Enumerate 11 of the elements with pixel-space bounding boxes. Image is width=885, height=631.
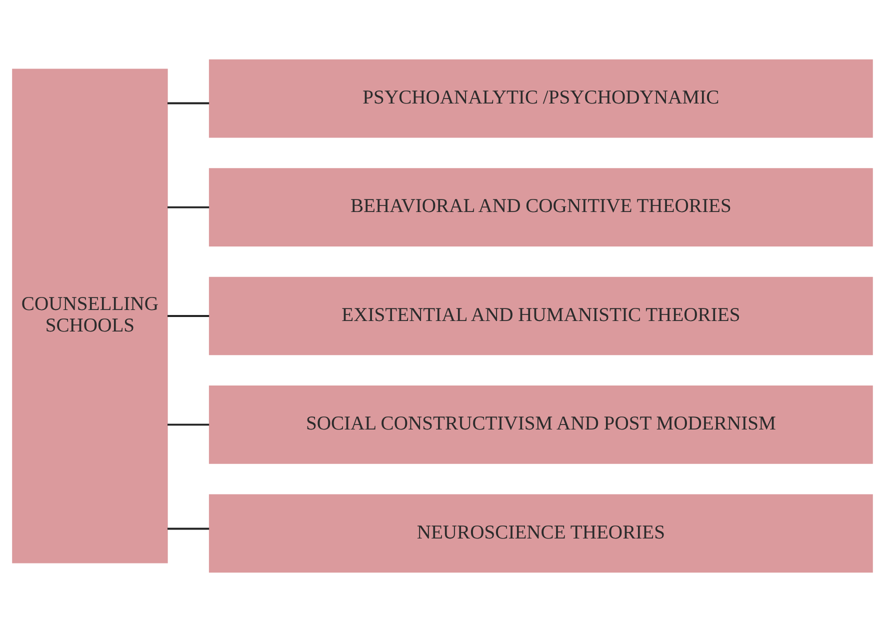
- node-box: EXISTENTIAL AND HUMANISTIC THEORIES: [208, 276, 873, 355]
- connector: [167, 206, 210, 208]
- node-box: PSYCHOANALYTIC /PSYCHODYNAMIC: [208, 58, 873, 138]
- connector: [167, 527, 210, 530]
- connector: [167, 314, 210, 316]
- connector: [167, 102, 210, 104]
- connector: [167, 423, 210, 426]
- node-box: SOCIAL CONSTRUCTIVISM AND POST MODERNISM: [208, 385, 873, 464]
- node-box: BEHAVIORAL AND COGNITIVE THEORIES: [208, 168, 873, 246]
- node-box: NEUROSCIENCE THEORIES: [208, 494, 873, 572]
- node-box: COUNSELLING SCHOOLS: [12, 68, 168, 563]
